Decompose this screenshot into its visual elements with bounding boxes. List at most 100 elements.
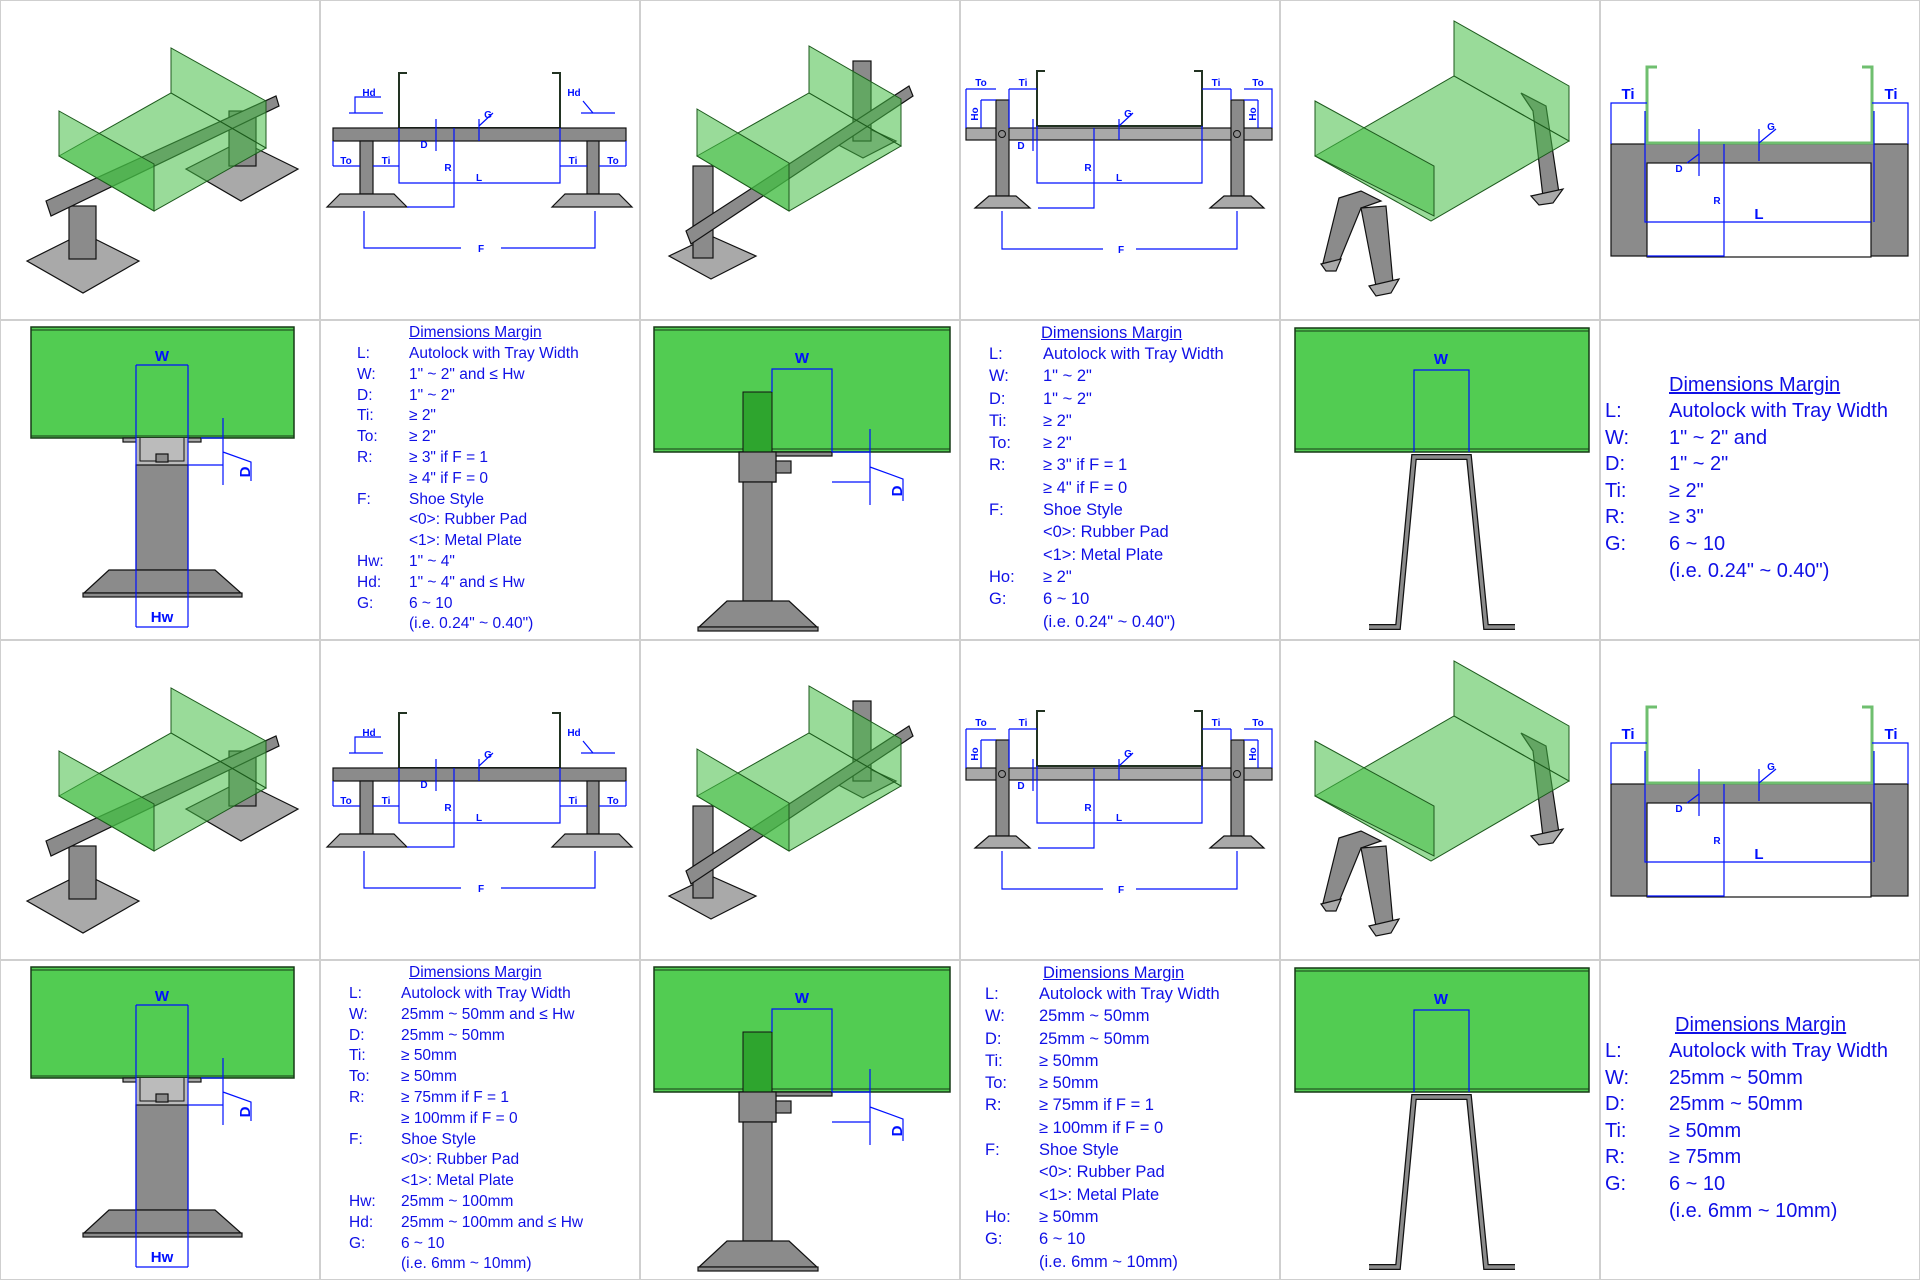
rear-foot-pad	[1529, 188, 1565, 206]
label-ti: Ti	[1884, 86, 1897, 103]
dimension-row: Ti:≥ 50mm	[349, 1047, 583, 1068]
dimension-lines	[135, 364, 252, 628]
tray-front-wall	[1314, 100, 1435, 217]
dimension-value: Shoe Style	[401, 1130, 476, 1148]
label-g: G	[1767, 762, 1775, 773]
dimension-value: ≥ 75mm if F = 1	[401, 1088, 509, 1106]
label-d: D	[420, 140, 427, 151]
cell-iso-pedestal	[0, 0, 320, 320]
dimension-row: Hw:25mm ~ 100mm	[349, 1193, 583, 1214]
label-to: To	[607, 796, 618, 807]
panel-title: Dimensions Margin	[1675, 1014, 1847, 1036]
dimension-value: (i.e. 0.24" ~ 0.40")	[1669, 559, 1830, 582]
dimension-value: 25mm ~ 100mm	[401, 1192, 514, 1210]
label-hd: Hd	[567, 728, 580, 739]
dimension-row: (i.e. 6mm ~ 10mm)	[985, 1253, 1220, 1275]
cell-front-hanger: W	[1280, 320, 1600, 640]
label-to: To	[1252, 718, 1263, 729]
left-base-plate	[25, 872, 141, 934]
dimension-row: Ti:≥ 50mm	[985, 1052, 1220, 1074]
tray-front-wall	[58, 750, 155, 852]
dimension-key: L:	[357, 345, 370, 362]
dimension-row: <1>: Metal Plate	[349, 1172, 583, 1193]
dimension-value: ≥ 75mm if F = 1	[1039, 1096, 1154, 1115]
dimension-row: Ti:≥ 2"	[1605, 480, 1888, 507]
panel-title: Dimensions Margin	[1669, 374, 1841, 396]
dimension-key: F:	[357, 490, 371, 508]
base-plate	[697, 1266, 819, 1272]
label-g: G	[1124, 109, 1132, 120]
right-foot	[1208, 195, 1266, 209]
dimension-key: R:	[349, 1088, 365, 1106]
right-bolt	[1233, 130, 1241, 138]
dimension-row: F:Shoe Style	[357, 491, 579, 512]
side-view-side-post-dimensions: To Ti Ti To Ho Ho L R F D G	[965, 70, 1273, 256]
dimension-value: ≥ 50mm	[401, 1047, 457, 1065]
label-d: D	[889, 485, 906, 496]
panel-title: Dimensions Margin	[1043, 964, 1185, 982]
base	[82, 1209, 243, 1234]
left-foot	[973, 835, 1032, 849]
dimension-key: F:	[985, 1141, 1000, 1160]
dimension-value: <1>: Metal Plate	[1043, 545, 1164, 564]
left-post	[359, 140, 374, 195]
dimension-key: D:	[1605, 1093, 1625, 1116]
label-f: F	[478, 244, 484, 255]
iso-view-side-post-support	[667, 45, 914, 280]
dimension-value: 6 ~ 10	[1669, 1172, 1726, 1195]
dimension-row: D:25mm ~ 50mm	[985, 1030, 1220, 1052]
label-d: D	[420, 780, 427, 791]
dimension-value: ≥ 3" if F = 1	[1043, 456, 1128, 475]
label-ti: Ti	[1019, 78, 1028, 89]
dimension-value: Autolock with Tray Width	[1043, 345, 1224, 363]
bolt	[155, 1093, 169, 1103]
cell-front-hanger: W	[1280, 960, 1600, 1280]
label-w: W	[155, 988, 170, 1005]
dimension-row: Ti:≥ 2"	[989, 412, 1224, 434]
front-view-hanger: W	[1294, 327, 1590, 630]
left-foot	[325, 193, 409, 208]
panel-title: Dimensions Margin	[409, 324, 542, 341]
left-post	[359, 780, 374, 835]
dimension-key	[989, 479, 1043, 501]
dimension-row: D:1" ~ 2"	[1605, 453, 1888, 480]
dimension-key: D:	[349, 1026, 365, 1044]
dimension-key: Ho:	[989, 567, 1015, 586]
dimension-lines	[1413, 1009, 1470, 1092]
dimension-key: To:	[357, 428, 378, 446]
post	[135, 1104, 189, 1211]
dimension-row: ≥ 4" if F = 0	[357, 470, 579, 491]
dimension-value: 1" ~ 2" and	[1669, 426, 1768, 449]
cell-iso-pedestal	[0, 640, 320, 960]
dimension-row: <1>: Metal Plate	[985, 1186, 1220, 1208]
right-foot	[550, 193, 634, 208]
label-l: L	[476, 813, 482, 824]
dimension-value: ≥ 4" if F = 0	[409, 469, 489, 487]
dimension-row: <1>: Metal Plate	[357, 532, 579, 553]
label-hd: Hd	[362, 88, 375, 99]
dimension-value: Autolock with Tray Width	[1669, 1040, 1888, 1062]
dimension-value: (i.e. 0.24" ~ 0.40")	[1043, 612, 1176, 631]
label-d: D	[237, 466, 254, 477]
left-post	[692, 165, 714, 259]
tray-front	[1294, 327, 1590, 453]
dimension-row: D:25mm ~ 50mm	[1605, 1093, 1888, 1120]
dimension-row: G:6 ~ 10	[1605, 1173, 1888, 1200]
dimension-value: <0>: Rubber Pad	[409, 511, 528, 529]
dimension-value: 1" ~ 2"	[1669, 453, 1729, 476]
label-r: R	[1084, 163, 1092, 174]
tray-front	[653, 966, 951, 1093]
dimension-key: To:	[989, 434, 1012, 453]
dimension-row: L:Autolock with Tray Width	[989, 345, 1224, 367]
front-hanger-leg-right	[1360, 845, 1394, 927]
dimension-value: ≥ 2"	[1043, 567, 1072, 586]
left-bolt	[998, 130, 1006, 138]
cell-front-pedestal: W Hw D	[0, 320, 320, 640]
